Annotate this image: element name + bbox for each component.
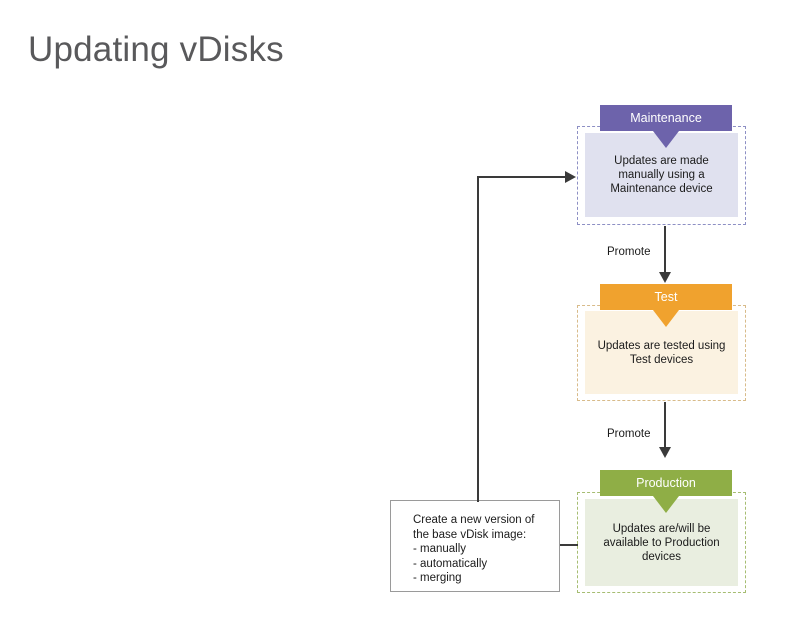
stage-banner-maintenance: Maintenance — [600, 105, 732, 148]
connector-production-to-create-box — [560, 544, 578, 546]
stage-banner-label: Test — [654, 290, 678, 304]
connector-loop-horizontal — [477, 176, 567, 178]
promote-label: Promote — [607, 246, 651, 258]
stage-banner-production: Production — [600, 470, 732, 513]
stage-body-line: Updates are made — [614, 155, 709, 167]
connector-maintenance-to-test — [664, 226, 666, 273]
stage-body-line: Updates are tested using — [597, 339, 726, 352]
arrow-down-icon — [659, 272, 671, 283]
create-version-heading-line-1: Create a new version of — [413, 514, 535, 526]
connector-test-to-production — [664, 402, 666, 448]
stage-body-line: Test devices — [629, 353, 694, 366]
stage-body-line: Updates are/will be — [612, 522, 711, 535]
stage-body-line: Maintenance device — [610, 183, 713, 195]
connector-loop-vertical — [477, 176, 479, 502]
stage-banner-label: Production — [636, 476, 696, 490]
arrow-down-icon — [659, 447, 671, 458]
create-version-bullet: - automatically — [413, 557, 488, 570]
create-version-heading-line-2: the base vDisk image: — [413, 528, 527, 541]
page-title: Updating vDisks — [28, 30, 284, 69]
stage-body-line: available to Production — [603, 536, 720, 549]
create-version-bullet: - manually — [413, 543, 467, 555]
create-version-text: Create a new version of the base vDisk i… — [413, 513, 553, 586]
stage-body-line: manually using a — [618, 169, 705, 181]
stage-body-line: devices — [641, 550, 681, 563]
stage-banner-label: Maintenance — [630, 111, 702, 125]
stage-body-production: Updates are/will be available to Product… — [585, 499, 738, 586]
promote-label: Promote — [607, 428, 651, 440]
create-version-bullet: - merging — [413, 572, 462, 584]
create-version-box: Create a new version of the base vDisk i… — [390, 500, 560, 592]
arrow-right-icon — [565, 171, 576, 183]
stage-banner-test: Test — [600, 284, 732, 327]
